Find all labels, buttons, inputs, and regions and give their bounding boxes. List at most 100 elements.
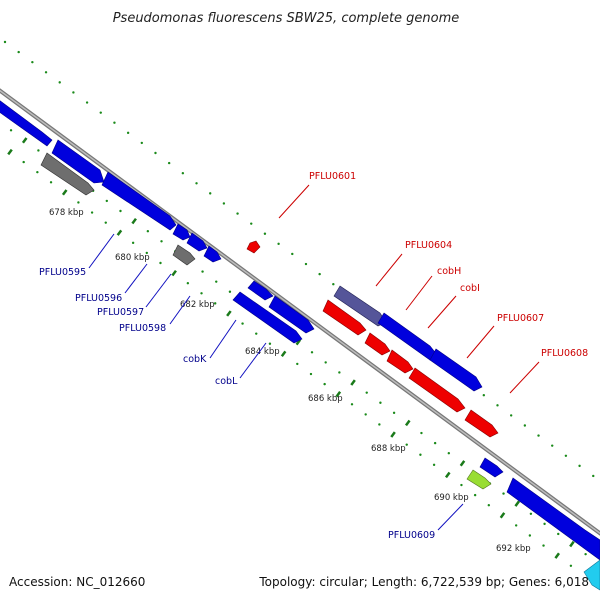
map-title: Pseudomonas fluorescens SBW25, complete …	[113, 11, 460, 26]
track-tick	[350, 379, 356, 386]
gene-label-PFLU0596[interactable]: PFLU0596	[75, 293, 122, 304]
track-dot	[332, 283, 335, 286]
track-tick	[280, 350, 287, 357]
gene-arrow-blue[interactable]	[377, 312, 439, 361]
track-dot	[523, 424, 527, 427]
track-dot	[542, 544, 545, 547]
gene-arrow-blue[interactable]	[203, 245, 222, 263]
track-dot	[296, 362, 299, 366]
track-dot	[324, 361, 327, 364]
track-tick	[569, 540, 575, 548]
gene-arrow-red[interactable]	[386, 349, 414, 374]
track-dot	[432, 463, 436, 467]
track-tick	[171, 269, 177, 277]
gene-arrow-blue[interactable]	[479, 457, 504, 478]
gene-arrow-red[interactable]	[364, 332, 391, 356]
gene-arrow-blue[interactable]	[506, 477, 600, 561]
track-dot	[77, 201, 80, 204]
track-dot	[215, 280, 218, 283]
track-dot	[405, 443, 408, 446]
track-dot	[85, 101, 89, 104]
gene-arrow-gray[interactable]	[172, 244, 196, 266]
track-dot	[214, 302, 217, 305]
track-dot	[514, 524, 518, 527]
gene-arrow-blue[interactable]	[0, 97, 53, 147]
track-dot	[578, 464, 581, 468]
track-dot	[186, 281, 190, 285]
gene-label-PFLU0604[interactable]: PFLU0604	[405, 240, 452, 251]
track-tick	[61, 189, 68, 196]
track-dot	[304, 262, 308, 266]
gene-label-cobK[interactable]: cobK	[183, 354, 207, 365]
track-dot	[268, 342, 272, 345]
track-dot	[338, 371, 341, 374]
track-dot	[509, 414, 513, 417]
track-dot	[44, 71, 48, 74]
gene-label-PFLU0601[interactable]: PFLU0601	[309, 171, 356, 182]
gene-label-PFLU0608[interactable]: PFLU0608	[541, 348, 588, 359]
gene-label-PFLU0609[interactable]: PFLU0609	[388, 530, 435, 541]
track-dot	[236, 212, 239, 215]
gene-arrow-blue[interactable]	[247, 280, 274, 301]
track-dot	[557, 532, 560, 536]
track-dot	[140, 141, 144, 145]
gene-arrow-red[interactable]	[322, 299, 367, 336]
gene-label-cobL[interactable]: cobL	[215, 376, 238, 387]
gene-label-PFLU0595[interactable]: PFLU0595	[39, 267, 86, 278]
track-tick	[514, 500, 520, 507]
gene-arrow-cyan[interactable]	[583, 559, 600, 591]
scale-label: 684 kbp	[245, 347, 280, 357]
gene-label-PFLU0607[interactable]: PFLU0607	[497, 313, 544, 324]
gene-label-cobI[interactable]: cobI	[460, 283, 480, 294]
track-dot	[9, 129, 13, 132]
track-dot	[350, 403, 354, 406]
gene-arrow-red[interactable]	[464, 409, 499, 438]
track-tick	[404, 419, 411, 427]
track-dot	[496, 404, 499, 407]
track-dot	[145, 251, 149, 255]
track-tick	[21, 137, 28, 144]
scale-label: 692 kbp	[496, 544, 531, 554]
track-dot	[3, 40, 7, 44]
track-dot	[22, 160, 25, 164]
track-dot	[433, 441, 437, 445]
gene-label-cobH[interactable]: cobH	[437, 266, 461, 277]
scale-label: 682 kbp	[180, 300, 215, 310]
label-leaders	[88, 184, 540, 531]
scale-label: 690 kbp	[434, 493, 469, 503]
track-dot	[104, 221, 107, 224]
gene-arrow-blue[interactable]	[172, 223, 191, 241]
genome-backbone	[0, 88, 600, 536]
accession-text: Accession: NC_012660	[9, 575, 145, 589]
gene-arrow-blue[interactable]	[429, 348, 483, 392]
track-dot	[263, 232, 267, 235]
gene-arrow-lime[interactable]	[466, 469, 492, 490]
track-dot	[167, 161, 171, 165]
track-dot	[181, 171, 185, 175]
genome-stats-text: Topology: circular; Length: 6,722,539 bp…	[258, 575, 589, 589]
track-dot	[160, 240, 163, 243]
gene-label-PFLU0598[interactable]: PFLU0598	[119, 323, 166, 334]
track-dot	[564, 454, 568, 457]
track-dot	[364, 413, 367, 416]
gene-arrow-blue[interactable]	[232, 291, 303, 344]
gene-arrow-blue[interactable]	[101, 171, 177, 231]
scale-label: 678 kbp	[49, 208, 84, 218]
track-dot	[113, 121, 116, 124]
scale-label: 686 kbp	[308, 394, 343, 404]
gene-arrow-blue[interactable]	[186, 232, 208, 252]
gene-arrow-gray[interactable]	[40, 152, 95, 196]
track-dot	[365, 391, 368, 394]
gene-arrow-blue[interactable]	[51, 139, 105, 184]
track-dot	[537, 434, 540, 437]
gene-arrow-red[interactable]	[408, 367, 466, 413]
gene-label-PFLU0597[interactable]: PFLU0597	[97, 307, 144, 318]
track-dot	[309, 372, 313, 376]
gene-arrow-blue[interactable]	[268, 295, 315, 334]
track-dot	[482, 394, 486, 397]
track-dot	[379, 401, 382, 404]
gene-arrow-red[interactable]	[246, 240, 261, 254]
track-dot	[502, 492, 505, 495]
